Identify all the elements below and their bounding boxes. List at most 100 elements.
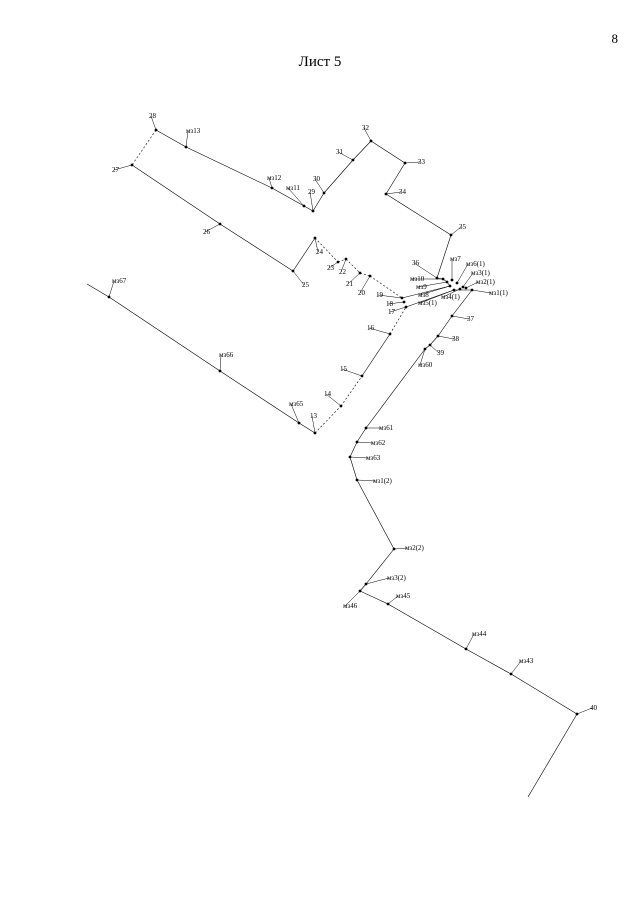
point-label: 18 [386,300,394,308]
point-label: 24 [316,248,324,256]
label-leader [108,280,115,298]
boundary-segment [108,296,221,372]
survey-point [450,278,454,282]
point-label: 22 [339,268,347,276]
survey-point [313,431,317,435]
point-label: мз3(2) [387,574,407,582]
label-leader [290,403,300,424]
survey-point [449,233,453,237]
survey-point [107,295,111,299]
point-label: мз44 [472,630,487,638]
label-leader [204,223,221,233]
boundary-segment [356,427,367,443]
survey-point [311,209,315,213]
point-label: мз11 [286,184,300,192]
boundary-segment [451,289,473,317]
survey-point [450,314,454,318]
label-leader [437,335,455,340]
point-label: 21 [346,280,354,288]
boundary-segment [361,333,391,377]
survey-point [355,478,359,482]
boundary-segment [298,422,316,434]
label-leader [337,151,354,161]
point-label: 19 [376,291,384,299]
label-leader [325,393,342,407]
survey-point [358,271,362,275]
label-leader [356,479,376,482]
label-leader [387,595,399,605]
boundary-segment [314,405,342,434]
label-leader [387,301,405,305]
label-leader [471,289,492,294]
boundary-segment [185,146,273,189]
label-leader [404,161,421,164]
survey-point [392,547,396,551]
boundary-segment [345,258,361,274]
survey-point [339,404,343,408]
boundary-segment [359,272,371,277]
survey-point [348,455,352,459]
label-leader [328,261,339,269]
survey-point [448,284,452,288]
survey-point [458,287,462,291]
survey-point [445,280,449,284]
label-leader [341,368,363,377]
point-label: мз43 [519,657,534,665]
label-leader [340,258,347,273]
point-label: 28 [149,112,157,120]
label-leader [292,270,305,286]
point-label: мз2(1) [476,278,496,286]
survey-point [291,269,295,273]
boundary-segment [401,285,451,299]
point-label: мз67 [112,277,127,285]
survey-point [313,236,317,240]
survey-point [386,602,390,606]
survey-point [270,186,274,190]
point-label: мз46 [343,602,358,610]
survey-point [423,347,427,351]
label-leader [413,262,438,279]
boundary-segment [349,456,358,481]
boundary-segment [359,583,367,592]
label-leader [429,344,440,354]
boundary-segment [312,192,325,212]
label-leader [368,327,391,335]
point-label: мз5(1) [418,299,438,307]
survey-point [184,145,188,149]
label-leader [442,288,461,298]
boundary-segment [385,162,406,195]
boundary-segment [340,375,363,407]
boundary-segment [86,283,110,298]
point-label: 26 [203,228,211,236]
label-leader [314,237,319,253]
boundary-segment [437,315,453,337]
point-label: мз2(2) [405,544,425,552]
point-label: 37 [467,315,475,323]
point-label: мз7 [450,255,461,263]
boundary-segment [155,129,187,148]
survey-point [364,426,368,430]
point-label: мз12 [267,174,282,182]
point-label: мз10 [410,275,425,283]
survey-point [130,163,134,167]
point-label: мз4(1) [441,293,461,301]
boundary-segment [370,140,406,164]
boundary-segment [365,348,426,429]
survey-point [218,369,222,373]
label-leader [309,191,314,212]
label-leader [377,294,403,299]
boundary-segment [387,603,467,650]
survey-point [218,222,222,226]
boundary-segment [349,441,358,458]
survey-point [404,305,408,309]
boundary-segment [365,548,395,585]
boundary-segment [271,187,305,207]
point-label: 34 [399,188,407,196]
boundary-segment [356,479,395,550]
boundary-segment [303,205,314,212]
survey-point [402,300,406,304]
point-label: мз13 [186,127,201,135]
label-leader [465,633,475,650]
boundary-segment [385,193,452,236]
